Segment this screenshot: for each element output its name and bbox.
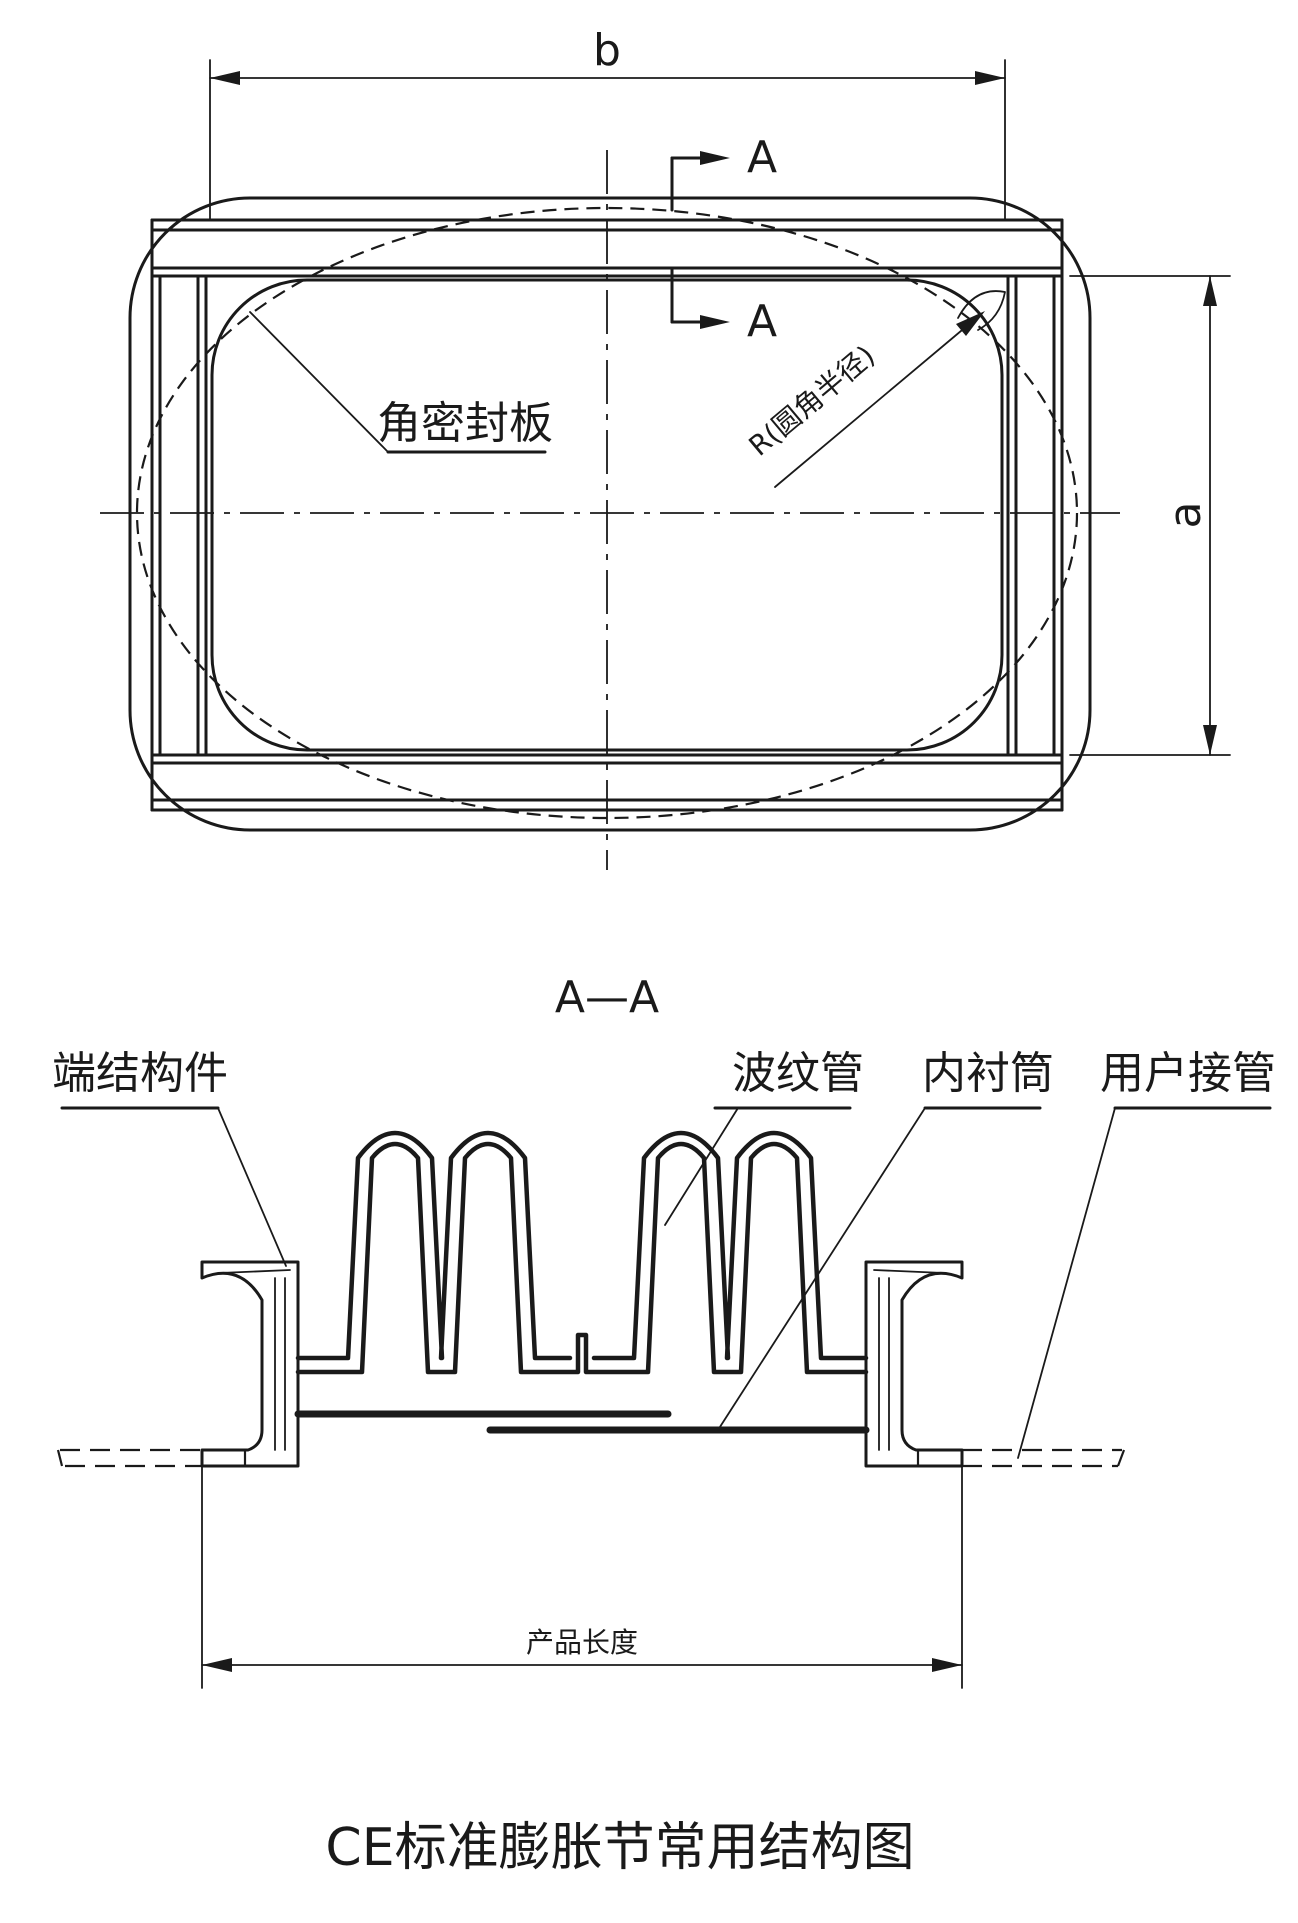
left-end-member bbox=[200, 1260, 300, 1468]
product-length-dimension: 产品长度 bbox=[201, 1465, 963, 1689]
dimension-a-label: a bbox=[1160, 502, 1211, 529]
top-view: b a bbox=[100, 25, 1231, 870]
dimension-b: b bbox=[209, 25, 1006, 221]
user-pipe-label: 用户接管 bbox=[1100, 1048, 1276, 1099]
section-mark-bottom-label: A bbox=[747, 296, 777, 347]
corner-plate-label: 角密封板 bbox=[377, 398, 553, 449]
end-frame bbox=[150, 218, 1064, 812]
radius-callout: R(圆角半径) bbox=[743, 290, 1006, 488]
user-pipe-callout: 用户接管 bbox=[1017, 1048, 1276, 1459]
dimension-a: a bbox=[1069, 275, 1231, 756]
liner-callout: 内衬筒 bbox=[717, 1048, 1054, 1431]
end-member-callout: 端结构件 bbox=[52, 1048, 287, 1267]
right-end-member bbox=[864, 1260, 964, 1468]
user-pipe-left bbox=[56, 1448, 247, 1468]
product-length-label: 产品长度 bbox=[526, 1626, 638, 1659]
outer-rounded-outline bbox=[128, 196, 1092, 832]
dashed-outline bbox=[135, 206, 1079, 820]
section-mark-bottom: A bbox=[670, 266, 777, 347]
inner-rounded-opening bbox=[210, 278, 1004, 752]
bellows bbox=[295, 1130, 869, 1375]
section-mark-top: A bbox=[670, 132, 777, 212]
liner-label: 内衬筒 bbox=[922, 1048, 1054, 1099]
section-title: A—A bbox=[555, 972, 659, 1023]
drawing-caption: CE标准膨胀节常用结构图 bbox=[325, 1818, 914, 1878]
section-view: A—A bbox=[52, 972, 1276, 1689]
dimension-b-label: b bbox=[593, 25, 621, 76]
corner-plate-callout: 角密封板 bbox=[249, 311, 553, 454]
end-member-label: 端结构件 bbox=[52, 1048, 228, 1099]
radius-label: R(圆角半径) bbox=[743, 339, 882, 463]
section-mark-top-label: A bbox=[747, 132, 777, 183]
bellows-label: 波纹管 bbox=[732, 1048, 864, 1099]
user-pipe-right bbox=[916, 1448, 1126, 1468]
liner bbox=[294, 1410, 870, 1434]
bellows-callout: 波纹管 bbox=[664, 1048, 864, 1226]
